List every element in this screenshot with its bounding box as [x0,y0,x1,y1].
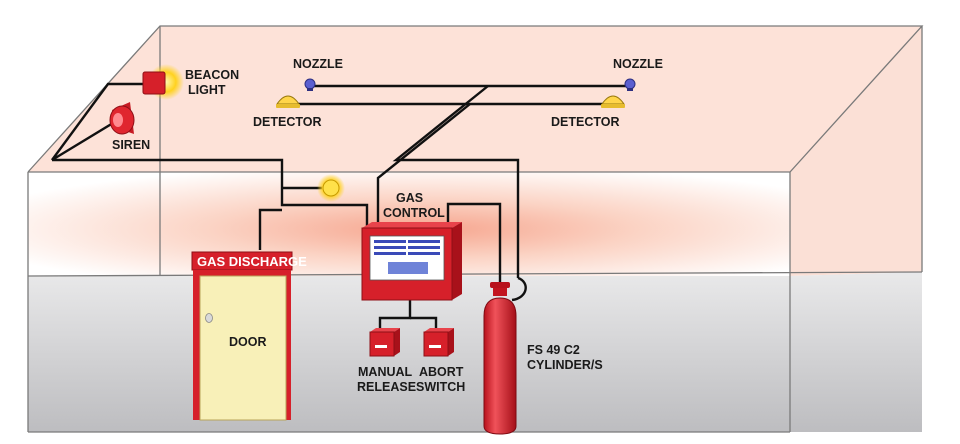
detector-left-icon [276,95,300,108]
cylinder-label-1: FS 49 C2 [527,343,580,357]
nozzle-right-label: NOZZLE [613,57,663,71]
beacon-label-2: LIGHT [188,83,226,97]
manual-release-label-2: RELEASE [357,380,416,394]
floor [28,272,922,432]
wire-door-sign [258,208,282,250]
nozzle-left-label: NOZZLE [293,57,343,71]
right-wall [790,26,922,276]
gas-control-panel [361,222,462,301]
detector-right-label: DETECTOR [551,115,620,129]
wire-detector-drop [376,103,471,228]
cylinder-hose [511,276,527,302]
ceiling [28,26,922,172]
wire-control-cylinder [446,202,502,290]
detector-right-icon [601,95,625,108]
door [193,270,291,421]
manual-release-box [369,328,400,357]
beacon-label-1: BEACON [185,68,239,82]
siren-label: SIREN [112,138,150,152]
abort-switch-label-1: ABORT [419,365,464,379]
detector-left-label: DETECTOR [253,115,322,129]
abort-switch-box [423,328,454,357]
beacon-icon [142,71,166,95]
wiring [51,82,630,332]
door-handle-icon [205,313,213,323]
panel-indicators [374,240,440,274]
wire-control-switches [378,300,412,332]
nozzle-left-icon [304,78,316,91]
manual-release-label-1: MANUAL [358,365,413,379]
wire-nozzle-drop [392,85,520,278]
wire-siren-loop [51,82,145,162]
beacon-light [142,64,184,100]
cylinder-label-2: CYLINDER/S [527,358,603,372]
wire-alarm-bus [52,158,369,228]
gas-discharge-sign: GAS DISCHARGE [191,251,307,271]
abort-switch-label-2: SWITCH [416,380,465,394]
lamp-icon [317,174,345,202]
gas-control-label-2: CONTROL [383,206,445,220]
siren-icon [109,102,135,135]
floor-line [27,271,923,277]
cylinder-icon [483,282,517,435]
door-label: DOOR [229,335,267,349]
wire-abort-branch [410,316,438,332]
gas-discharge-sign-text: GAS DISCHARGE [197,254,307,269]
nozzle-right-icon [624,78,636,91]
gas-control-label-1: GAS [396,191,423,205]
